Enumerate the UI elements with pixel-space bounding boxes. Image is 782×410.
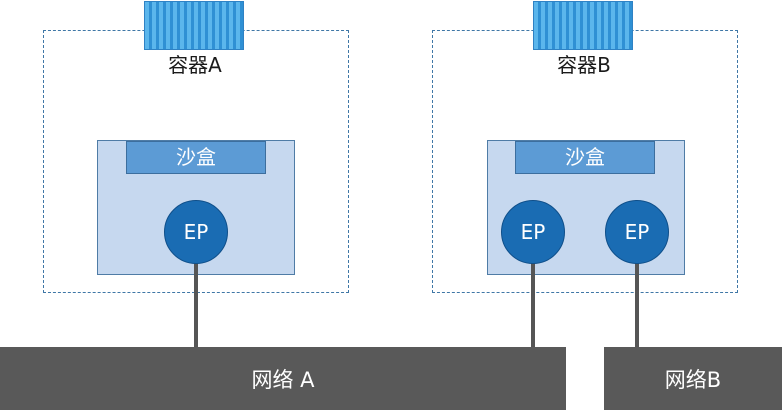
wire-b-ep2 bbox=[635, 260, 639, 350]
endpoint-b1: EP bbox=[501, 200, 565, 264]
sandbox-b-label: 沙盒 bbox=[515, 141, 655, 174]
container-b-label: 容器B bbox=[557, 53, 611, 77]
endpoint-a1: EP bbox=[164, 200, 228, 264]
endpoint-b2: EP bbox=[605, 200, 669, 264]
wire-a-ep1 bbox=[194, 260, 198, 350]
network-b-bar: 网络B bbox=[604, 347, 782, 410]
container-a-label: 容器A bbox=[168, 53, 222, 77]
sandbox-a-label: 沙盒 bbox=[126, 141, 266, 174]
network-a-label: 网络 A bbox=[251, 367, 315, 392]
wire-b-ep1 bbox=[531, 260, 535, 350]
network-a-bar: 网络 A bbox=[0, 347, 566, 410]
network-b-label: 网络B bbox=[664, 367, 722, 392]
shipping-container-icon bbox=[144, 1, 244, 50]
shipping-container-icon bbox=[533, 1, 633, 50]
